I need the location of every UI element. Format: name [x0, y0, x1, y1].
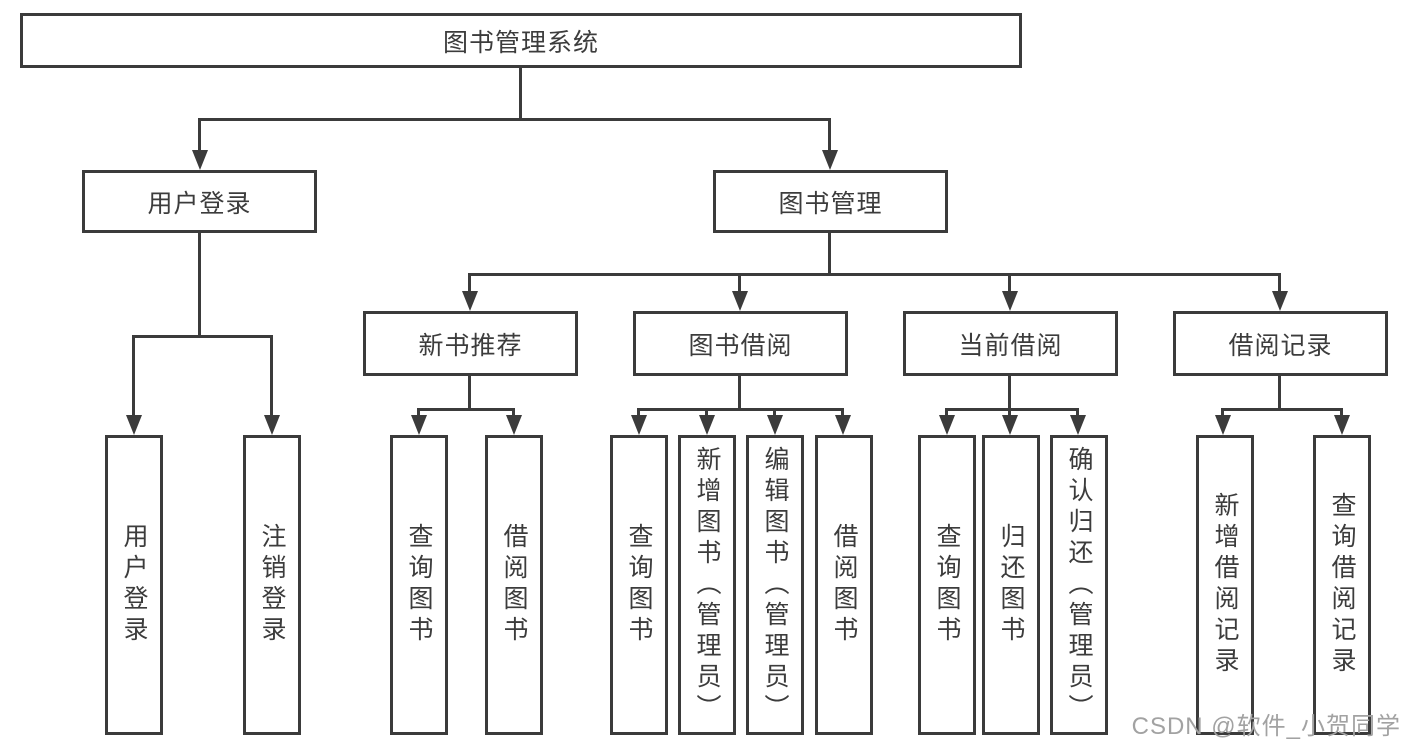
connector-line	[1076, 408, 1079, 420]
connector-line	[1340, 408, 1343, 420]
arrowhead-icon	[699, 415, 715, 435]
node-label: 注销登录	[258, 523, 286, 647]
connector-line	[198, 118, 201, 154]
arrowhead-icon	[1272, 291, 1288, 311]
connector-line	[417, 408, 515, 411]
arrowhead-icon	[939, 415, 955, 435]
arrowhead-icon	[631, 415, 647, 435]
node-label: 查询图书	[933, 523, 961, 647]
connector-line	[468, 273, 471, 297]
connector-line	[468, 273, 1281, 276]
arrowhead-icon	[126, 415, 142, 435]
connector-line	[1221, 408, 1343, 411]
leaf-query-books-recommend: 查询图书	[390, 435, 448, 735]
csdn-watermark: CSDN @软件_小贺同学	[1131, 713, 1401, 740]
connector-line	[1278, 273, 1281, 297]
connector-line	[945, 408, 948, 420]
node-label: 新书推荐	[418, 331, 523, 360]
connector-line	[828, 233, 831, 273]
node-label: 图书管理	[778, 189, 883, 218]
leaf-query-books-current: 查询图书	[918, 435, 976, 735]
leaf-user-login: 用户登录	[105, 435, 163, 735]
connector-line	[637, 408, 844, 411]
arrowhead-icon	[264, 415, 280, 435]
connector-line	[1008, 273, 1011, 297]
connector-line	[1221, 408, 1224, 420]
connector-line	[705, 408, 708, 420]
node-label: 归还图书	[997, 523, 1025, 647]
connector-line	[512, 408, 515, 420]
leaf-return-books: 归还图书	[982, 435, 1040, 735]
connector-line	[828, 118, 831, 154]
node-label: 图书借阅	[688, 331, 793, 360]
arrowhead-icon	[835, 415, 851, 435]
arrowhead-icon	[411, 415, 427, 435]
leaf-borrow-books: 借阅图书	[815, 435, 873, 735]
connector-line	[945, 408, 1079, 411]
node-label: 新增图书（管理员）	[693, 445, 721, 725]
node-label: 用户登录	[120, 523, 148, 647]
node-label: 借阅记录	[1228, 331, 1333, 360]
connector-line	[1008, 376, 1011, 408]
arrowhead-icon	[1002, 415, 1018, 435]
leaf-add-borrow-record: 新增借阅记录	[1196, 435, 1254, 735]
node-label: 用户登录	[147, 189, 252, 218]
arrowhead-icon	[192, 150, 208, 170]
node-label: 查询图书	[625, 523, 653, 647]
node-label: 当前借阅	[958, 331, 1063, 360]
node-borrowing-records: 借阅记录	[1173, 311, 1388, 376]
arrowhead-icon	[822, 150, 838, 170]
connector-line	[519, 68, 522, 118]
leaf-borrow-books-recommend: 借阅图书	[485, 435, 543, 735]
connector-line	[198, 233, 201, 335]
arrowhead-icon	[732, 291, 748, 311]
node-library-management-system: 图书管理系统	[20, 13, 1022, 68]
connector-line	[1278, 376, 1281, 408]
node-label: 查询借阅记录	[1328, 492, 1356, 678]
leaf-confirm-return-admin: 确认归还（管理员）	[1050, 435, 1108, 735]
node-new-book-recommendation: 新书推荐	[363, 311, 578, 376]
arrowhead-icon	[1002, 291, 1018, 311]
connector-line	[132, 335, 273, 338]
connector-line	[468, 376, 471, 408]
node-current-borrowing: 当前借阅	[903, 311, 1118, 376]
connector-line	[841, 408, 844, 420]
node-book-borrowing: 图书借阅	[633, 311, 848, 376]
connector-line	[198, 118, 831, 121]
node-label: 新增借阅记录	[1211, 492, 1239, 678]
leaf-query-books-borrowing: 查询图书	[610, 435, 668, 735]
connector-line	[738, 376, 741, 408]
node-label: 图书管理系统	[442, 28, 599, 57]
node-label: 确认归还（管理员）	[1065, 445, 1093, 725]
connector-line	[738, 273, 741, 297]
node-label: 借阅图书	[830, 523, 858, 647]
connector-line	[637, 408, 640, 420]
node-label: 借阅图书	[500, 523, 528, 647]
arrowhead-icon	[1334, 415, 1350, 435]
arrowhead-icon	[506, 415, 522, 435]
connector-line	[270, 335, 273, 419]
arrowhead-icon	[767, 415, 783, 435]
connector-line	[1008, 408, 1011, 420]
connector-line	[417, 408, 420, 420]
connector-line	[132, 335, 135, 419]
connector-line	[773, 408, 776, 420]
arrowhead-icon	[462, 291, 478, 311]
arrowhead-icon	[1215, 415, 1231, 435]
node-book-management: 图书管理	[713, 170, 948, 233]
arrowhead-icon	[1070, 415, 1086, 435]
node-label: 编辑图书（管理员）	[761, 445, 789, 725]
leaf-query-borrow-record: 查询借阅记录	[1313, 435, 1371, 735]
leaf-add-books-admin: 新增图书（管理员）	[678, 435, 736, 735]
leaf-logout: 注销登录	[243, 435, 301, 735]
leaf-edit-books-admin: 编辑图书（管理员）	[746, 435, 804, 735]
node-label: 查询图书	[405, 523, 433, 647]
node-user-login: 用户登录	[82, 170, 317, 233]
